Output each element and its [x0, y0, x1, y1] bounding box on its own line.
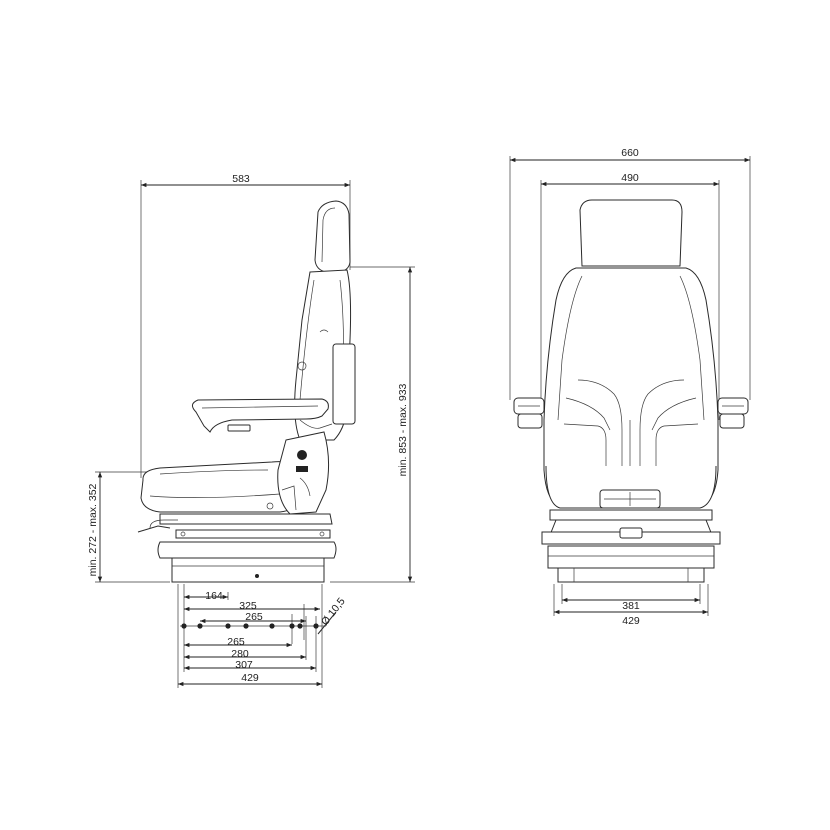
- dimension-label-265-lower: 265: [227, 636, 245, 648]
- suspension-body-front: [547, 545, 715, 569]
- dimension-label-381: 381: [622, 600, 640, 612]
- dimension-label-height: min. 853 - max. 933: [397, 383, 409, 476]
- armrest-handle: [227, 424, 251, 432]
- suspension-base: [157, 541, 337, 559]
- lever-icon: [619, 527, 643, 539]
- dimension-label-429-front: 429: [622, 615, 640, 627]
- base-frame: [171, 557, 325, 583]
- recline-knob-icon: [297, 450, 307, 460]
- front-view: 660 490: [509, 147, 751, 627]
- dimension-overall-height: min. 853 - max. 933: [330, 266, 415, 583]
- recline-mechanism: [277, 431, 330, 515]
- armrest-left-front: [513, 397, 545, 429]
- side-view: 583 min. 853 - max. 933 min. 272 - max. …: [87, 173, 415, 688]
- suspension-top-front: [549, 509, 713, 521]
- dimension-label-164: 164: [205, 590, 223, 602]
- dimension-label-429: 429: [241, 672, 259, 684]
- base-front: [557, 567, 705, 583]
- headrest: [314, 200, 351, 273]
- dimension-381: 381: [561, 584, 701, 612]
- headrest-front: [579, 199, 683, 267]
- dimension-label-seat-height: min. 272 - max. 352: [87, 483, 99, 576]
- dimension-label-280: 280: [231, 648, 249, 660]
- slide-rail: [175, 529, 331, 539]
- mounting-holes: [180, 623, 326, 629]
- dimension-label-307: 307: [235, 659, 253, 671]
- dimension-490: 490: [540, 172, 720, 420]
- dimension-label-490: 490: [621, 172, 639, 184]
- dimension-label-hole: Ø 10,5: [319, 595, 348, 627]
- dimension-label-660: 660: [621, 147, 639, 159]
- mounting-dimensions: 164 325 265 Ø 10,5 265 280: [177, 584, 348, 688]
- dimension-label-325: 325: [239, 600, 257, 612]
- dimension-429-front: 429: [553, 584, 709, 627]
- suspension-upper: [159, 513, 333, 525]
- dimension-583: 583: [140, 173, 351, 478]
- dimension-label-265-upper: 265: [245, 611, 263, 623]
- armrest-right-front: [717, 397, 749, 429]
- dimension-660: 660: [509, 147, 751, 400]
- lumbar-support: [332, 343, 356, 425]
- dimension-label-583: 583: [232, 173, 250, 185]
